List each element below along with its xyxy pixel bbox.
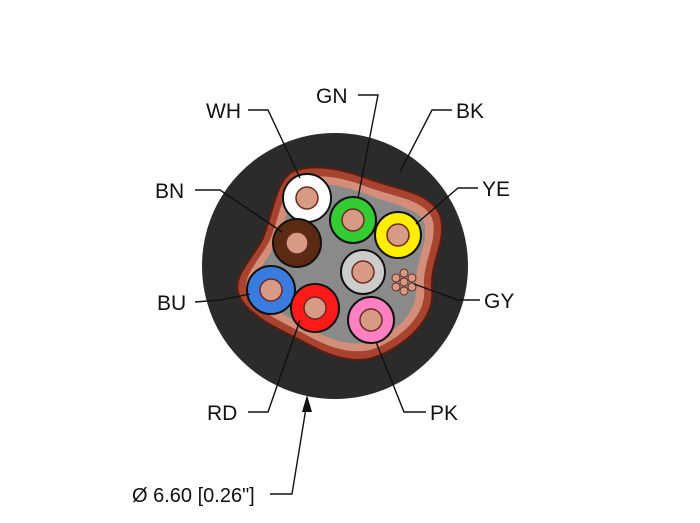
label-rd: RD <box>207 402 237 425</box>
diameter-arrowhead <box>302 395 312 412</box>
leader-bn <box>195 189 283 233</box>
diameter-label: Ø 6.60 [0.26"] <box>132 485 255 507</box>
wire-bu <box>246 265 296 315</box>
drain-wire <box>391 268 417 296</box>
label-ye: YE <box>482 178 510 201</box>
leader-gy <box>413 283 480 301</box>
leader-diameter <box>270 407 307 495</box>
label-gy: GY <box>484 290 514 313</box>
leader-wh <box>248 109 301 179</box>
leader-gn <box>357 94 379 199</box>
wire-gn <box>329 196 377 244</box>
label-bn: BN <box>155 180 184 203</box>
leader-bu <box>194 293 251 303</box>
wire-gy <box>340 249 386 295</box>
leader-bk <box>399 109 452 173</box>
label-pk: PK <box>430 402 458 425</box>
leader-rd <box>248 319 301 413</box>
wire-wh <box>282 173 332 223</box>
wire-ye <box>374 211 422 259</box>
wire-rd <box>290 283 340 333</box>
wire-bn <box>272 218 322 268</box>
leader-pk <box>375 341 426 413</box>
label-bk: BK <box>456 100 484 123</box>
label-bu: BU <box>157 292 186 315</box>
label-gn: GN <box>316 85 348 108</box>
label-wh: WH <box>206 100 241 123</box>
leader-ye <box>415 187 478 225</box>
wire-pk <box>347 296 395 344</box>
